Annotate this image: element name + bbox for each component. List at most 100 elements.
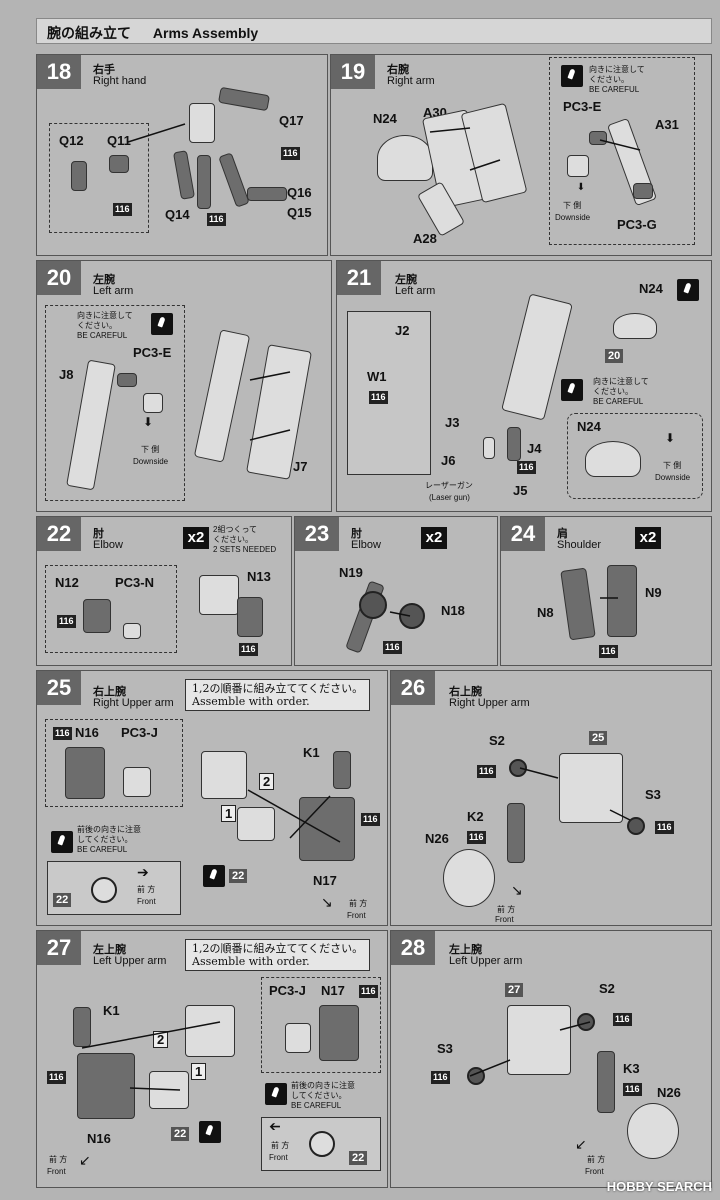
upper-arm-part [65, 747, 105, 799]
quantity-badge: x2 [421, 527, 447, 549]
step-21-panel: 21 左腕 Left arm J2 W1 116 20 N24 向きに注意して … [336, 260, 712, 512]
front-arrow: ↘ [321, 894, 333, 910]
part-label: J5 [513, 483, 528, 498]
part-label: N24 [639, 281, 663, 296]
step-number: 19 [331, 55, 375, 89]
caution-icon [199, 1121, 221, 1143]
poly-cap [589, 131, 607, 145]
caution-jp: 向きに注意して ください。 [77, 311, 133, 330]
sets-note: 2組つくって ください。 2 SETS NEEDED [213, 525, 276, 555]
finger-part [247, 187, 287, 201]
laser-gun-jp: レーザーガン [425, 481, 473, 490]
poly-cap [285, 1023, 311, 1053]
poly-cap [567, 155, 589, 177]
shield-part [613, 313, 657, 339]
order-1: 1 [221, 805, 237, 822]
elbow-part [83, 599, 111, 633]
elbow-ref-shape [309, 1131, 335, 1157]
step-title-en: Left arm [395, 285, 436, 297]
step-title-jp: 肘 [351, 528, 362, 540]
part-tree-badge: 116 [623, 1083, 642, 1096]
caution-jp: 前後の向きに注意 してください。 [291, 1081, 355, 1100]
step-title-en: Shoulder [557, 539, 602, 551]
step-title-jp: 右手 [93, 64, 115, 76]
shoulder-part [607, 565, 637, 637]
step-ref-badge: 22 [171, 1127, 190, 1141]
step-26-panel: 26 右上腕 Right Upper arm S2 116 25 S3 116 … [390, 670, 712, 926]
part-tree-badge: 116 [431, 1071, 450, 1084]
s2-part [509, 759, 527, 777]
section-header: 腕の組み立て Arms Assembly [36, 18, 712, 44]
part-label: N24 [577, 419, 601, 434]
part-label: A28 [413, 231, 437, 246]
s2-part [577, 1013, 595, 1031]
front-jp: 前 方 [349, 899, 368, 908]
detail-box [347, 311, 431, 475]
front-jp: 前 方 [587, 1155, 606, 1164]
poly-cap [123, 767, 151, 797]
elbow-part [237, 807, 275, 841]
step-number: 25 [37, 671, 81, 705]
order-2: 2 [259, 773, 275, 790]
caution-en: BE CAREFUL [77, 331, 128, 340]
header-en: Arms Assembly [152, 25, 259, 41]
part-label: J7 [293, 459, 308, 474]
part-label: K3 [623, 1061, 640, 1076]
part-label: N17 [313, 873, 337, 888]
elbow-part [237, 597, 263, 637]
n26-shield [627, 1103, 679, 1159]
step-title-jp: 右上腕 [93, 686, 126, 698]
detail-box [45, 565, 177, 653]
front-en: Front [47, 1167, 66, 1176]
elbow-ref-shape [91, 877, 117, 903]
part-tree-badge: 116 [613, 1013, 632, 1026]
caution-note: 前後の向きに注意 してください。 BE CAREFUL [77, 825, 141, 855]
step-title-en: Left arm [93, 285, 134, 297]
step-number: 22 [37, 517, 81, 551]
k1-part [73, 1007, 91, 1047]
elbow-cap [399, 603, 425, 629]
step-20-panel: 20 左腕 Left arm 向きに注意して ください。 BE CAREFUL … [36, 260, 332, 512]
part-label: N17 [321, 983, 345, 998]
step-27-panel: 27 左上腕 Left Upper arm 1,2の順番に組み立ててください。 … [36, 930, 388, 1188]
front-arrow: ↘ [511, 882, 523, 898]
part-tree-badge: 116 [477, 765, 496, 778]
caution-icon [151, 313, 173, 335]
part-label: Q15 [287, 205, 312, 220]
caution-note: 向きに注意して ください。 BE CAREFUL [589, 65, 645, 95]
part-label: Q14 [165, 207, 190, 222]
front-jp: 前 方 [271, 1141, 290, 1150]
step-ref-badge: 25 [589, 731, 608, 745]
part-label: N19 [339, 565, 363, 580]
part-tree-badge: 116 [655, 821, 674, 834]
downside-en: Downside [655, 473, 691, 482]
finger-part [197, 155, 211, 209]
part-tree-badge: 116 [53, 727, 72, 740]
part-label: Q16 [287, 185, 312, 200]
front-en: Front [347, 911, 366, 920]
part-label: N16 [87, 1131, 111, 1146]
step-ref-badge: 20 [605, 349, 624, 363]
front-arrow: ➔ [137, 864, 149, 880]
part-label: Q17 [279, 113, 304, 128]
caution-icon [677, 279, 699, 301]
front-arrow: ↙ [79, 1152, 91, 1168]
poly-cap [117, 373, 137, 387]
downside-en: Downside [555, 213, 591, 222]
part-label: PC3-J [121, 725, 158, 740]
part-label: PC3-E [133, 345, 172, 360]
laser-gun-en: (Laser gun) [429, 493, 470, 502]
part-label: K1 [303, 745, 320, 760]
step-title-en: Left Upper arm [449, 955, 523, 967]
hand-frame [189, 103, 215, 143]
step-title-en: Right hand [93, 75, 147, 87]
part-tree-badge: 116 [239, 643, 258, 656]
part-label: N13 [247, 569, 271, 584]
k3-part [597, 1051, 615, 1113]
step-28-panel: 28 左上腕 Left Upper arm 27 S2 116 S3 116 K… [390, 930, 712, 1188]
step-title-jp: 左腕 [93, 274, 115, 286]
upper-arm-assembly [559, 753, 623, 823]
step-title-en: Left Upper arm [93, 955, 167, 967]
part-tree-badge: 116 [383, 641, 402, 654]
order-en: Assemble with order. [192, 955, 310, 968]
